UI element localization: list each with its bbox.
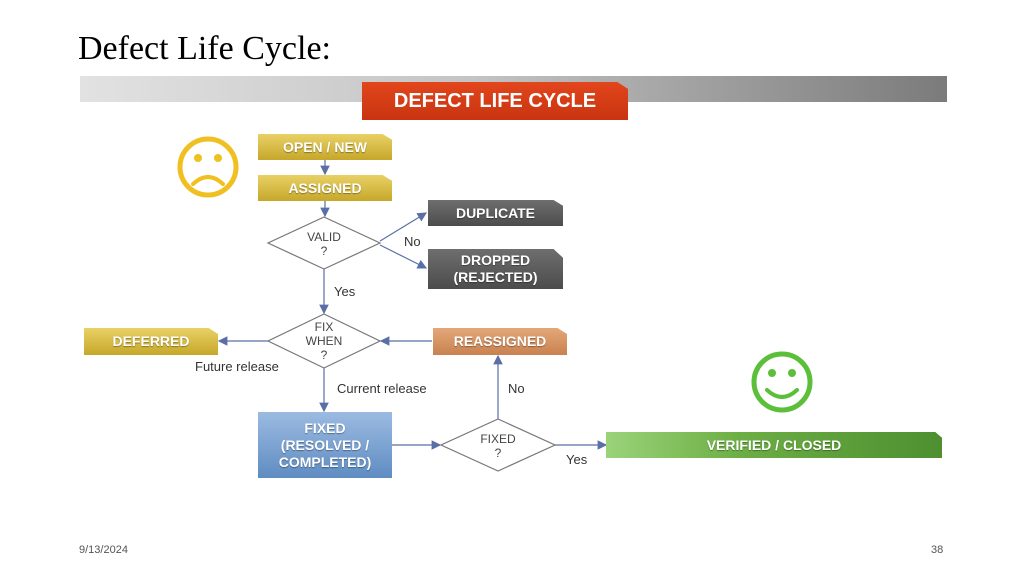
edge-label-valid-yes: Yes	[334, 284, 356, 299]
decision-valid-line1: VALID	[307, 230, 341, 244]
decision-fixed-line1: FIXED	[480, 432, 516, 446]
happy-face-icon	[751, 351, 813, 413]
footer-date: 9/13/2024	[79, 544, 128, 556]
node-duplicate: DUPLICATE	[428, 200, 563, 226]
decision-fix-when-line1: FIX	[314, 320, 334, 334]
decision-fixed-label: FIXED ?	[468, 432, 528, 460]
node-fixed-resolved: FIXED (RESOLVED / COMPLETED)	[258, 412, 392, 478]
decision-fix-when-label: FIX WHEN ?	[294, 320, 354, 362]
node-assigned: ASSIGNED	[258, 175, 392, 201]
edge-label-future-release: Future release	[195, 359, 279, 374]
node-fixed-line3: COMPLETED)	[278, 453, 372, 470]
decision-fix-when-line3: ?	[320, 348, 328, 362]
node-dropped-rejected: DROPPED (REJECTED)	[428, 249, 563, 289]
diagram-title: DEFECT LIFE CYCLE	[362, 82, 628, 120]
node-dropped-line2: (REJECTED)	[453, 269, 538, 285]
edge-label-fixed-no: No	[508, 381, 525, 396]
decision-valid-line2: ?	[320, 244, 328, 258]
edge-label-valid-no: No	[404, 234, 421, 249]
footer-page-number: 38	[931, 544, 944, 556]
arrow-valid-to-duplicate	[379, 212, 428, 242]
node-open-new: OPEN / NEW	[258, 134, 392, 160]
node-fixed-line1: FIXED	[304, 419, 346, 436]
decision-valid-label: VALID ?	[294, 230, 354, 258]
decision-fixed-line2: ?	[494, 446, 502, 460]
fixed-decision-diamond	[439, 418, 557, 472]
node-reassigned: REASSIGNED	[433, 328, 567, 355]
edge-label-current-release: Current release	[337, 381, 427, 396]
decision-fix-when-line2: WHEN	[305, 334, 343, 348]
node-deferred: DEFERRED	[84, 328, 218, 355]
arrow-valid-to-dropped	[379, 244, 428, 269]
sad-face-icon	[177, 136, 239, 198]
slide-title: Defect Life Cycle:	[78, 30, 331, 67]
node-fixed-line2: (RESOLVED /	[280, 436, 370, 453]
node-verified-closed: VERIFIED / CLOSED	[606, 432, 942, 458]
node-dropped-line1: DROPPED	[460, 252, 531, 268]
edge-label-fixed-yes: Yes	[566, 452, 588, 467]
